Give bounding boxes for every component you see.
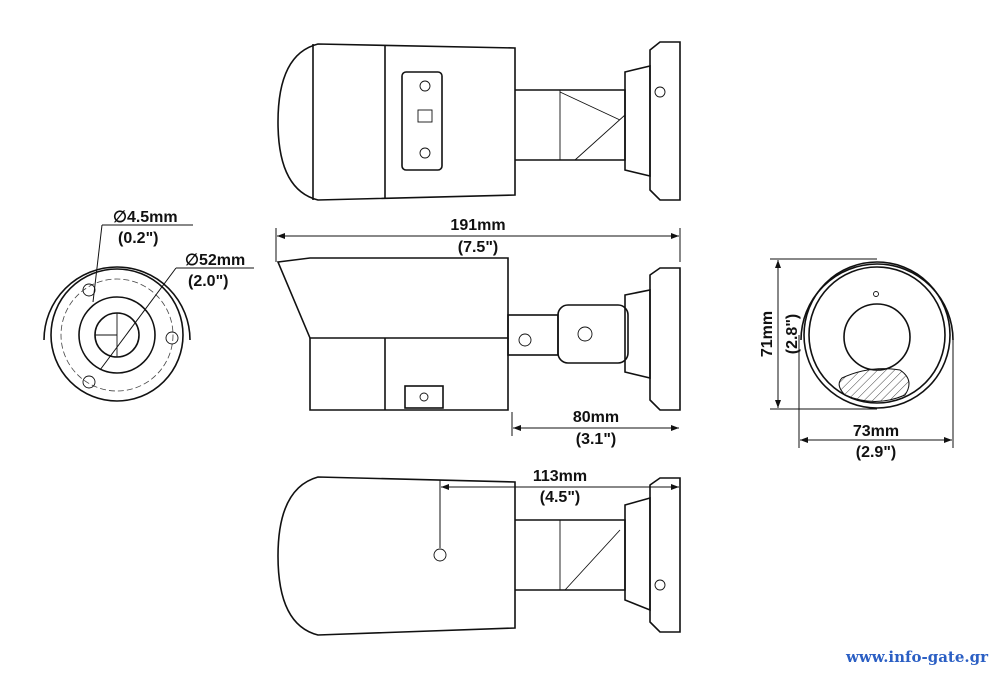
watermark: www.info-gate.gr [845, 648, 989, 666]
width-mm: 73mm [853, 423, 899, 440]
height-in: (2.8") [784, 314, 801, 354]
base-diameter-mm: ∅52mm [185, 252, 245, 269]
bracket-in: (3.1") [576, 431, 616, 448]
dimension-lines [275, 228, 954, 548]
height-mm: 71mm [759, 311, 776, 357]
bottom-view [277, 476, 681, 636]
top-view [277, 41, 681, 201]
offset-mm: 113mm [533, 468, 587, 485]
front-view [800, 261, 954, 409]
base-diameter-in: (2.0") [188, 273, 228, 290]
offset-in: (4.5") [540, 489, 580, 506]
length-mm: 191mm [450, 217, 505, 234]
width-in: (2.9") [856, 444, 896, 461]
bracket-mm: 80mm [573, 409, 619, 426]
length-in: (7.5") [458, 239, 498, 256]
side-view [276, 257, 681, 411]
hole-diameter-in: (0.2") [118, 230, 158, 247]
hole-diameter-mm: ∅4.5mm [113, 209, 178, 226]
back-view [43, 224, 254, 402]
